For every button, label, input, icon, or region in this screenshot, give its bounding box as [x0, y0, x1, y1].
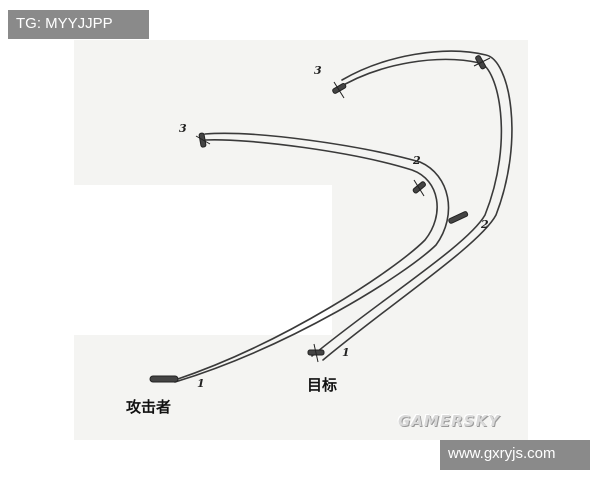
site-url-overlay: www.gxryjs.com	[440, 440, 590, 470]
target-pos3-label: 3	[314, 64, 322, 77]
target-pos2-label: 2	[481, 218, 489, 231]
target-aircraft-pos3-icon	[332, 81, 347, 99]
blank-area	[74, 185, 332, 335]
attacker-label: 攻击者	[126, 398, 172, 416]
attacker-aircraft-pos2-icon	[412, 179, 426, 197]
target-path-inner	[322, 50, 513, 361]
gamersky-watermark: GAMERSKY	[398, 412, 500, 430]
target-aircraft-pos1-icon	[307, 343, 325, 363]
attacker-path-inner	[174, 132, 450, 383]
attacker-aircraft-pos1-icon	[149, 375, 179, 383]
target-pos1-label: 1	[342, 346, 350, 359]
attacker-pos2-label: 2	[413, 154, 421, 167]
target-label: 目标	[307, 376, 338, 394]
target-path-outer	[311, 58, 503, 357]
tg-overlay-label: TG: MYYJJPP	[8, 10, 149, 39]
target-aircraft-pos3b-icon	[473, 55, 491, 70]
attacker-pos1-label: 1	[197, 377, 205, 390]
attacker-pos3-label: 3	[179, 122, 187, 135]
attacker-path-outer	[174, 139, 438, 381]
attacker-aircraft-pos3-icon	[195, 132, 211, 148]
target-aircraft-pos2-icon	[448, 211, 469, 224]
